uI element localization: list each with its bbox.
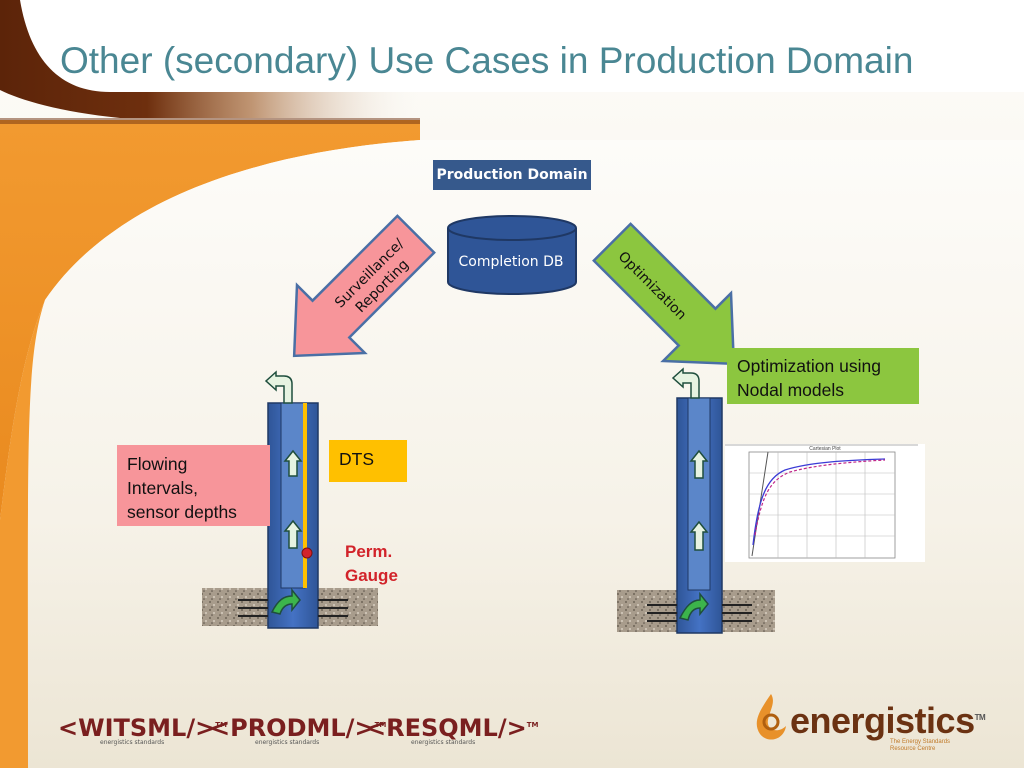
witsml-sub: energistics standards [100,739,165,746]
resqml-tm: TM [526,721,539,729]
resqml-logo-text: <RESQML/> [366,714,527,742]
left-well [202,370,378,629]
resqml-sub: energistics standards [411,739,476,746]
flowing-note-line3: sensor depths [127,502,237,522]
dts-label: DTS [329,440,407,482]
witsml-logo: <WITSML/>TM energistics standards [58,714,227,746]
prodml-logo-text: <PRODML/> [210,714,375,742]
flowing-note-line2: Intervals, [127,478,198,498]
flowing-note-line1: Flowing [127,454,188,474]
energistics-logo-mark [756,694,786,740]
optimization-arrow [592,222,736,366]
page-title: Other (secondary) Use Cases in Productio… [60,40,914,81]
optimization-note: Optimization using Nodal models [727,348,919,404]
production-domain-label: Production Domain [433,160,591,190]
tagline-line1: The Energy Standards [890,739,951,745]
tagline-line2: Resource Centre [890,746,936,752]
witsml-logo-text: <WITSML/> [58,714,216,742]
prodml-tm: TM [374,721,387,729]
completion-db-label: Completion DB [458,254,564,270]
nodal-chart [725,444,925,562]
prodml-logo: <PRODML/>TM energistics standards [210,714,386,746]
perm-gauge-label: Perm. Gauge [345,540,425,588]
completion-db-cylinder [447,215,577,295]
prodml-sub: energistics standards [255,739,320,746]
witsml-tm: TM [215,721,227,729]
resqml-logo: <RESQML/>TM energistics standards [366,714,538,746]
surveillance-arrow [292,214,436,358]
gauge-line1: Perm. [345,542,393,561]
energistics-brand: energisticsTM [790,700,986,742]
flowing-intervals-note: Flowing Intervals, sensor depths [117,445,270,526]
gauge-line2: Gauge [345,566,398,585]
energistics-tm: TM [974,713,986,722]
chart-title: Cartesian Plot [809,446,841,452]
optimization-note-line1: Optimization using [737,356,881,376]
energistics-tagline: The Energy Standards Resource Centre [890,739,950,753]
energistics-brand-text: energistics [790,700,975,741]
right-well [617,367,775,634]
optimization-note-line2: Nodal models [737,380,844,400]
